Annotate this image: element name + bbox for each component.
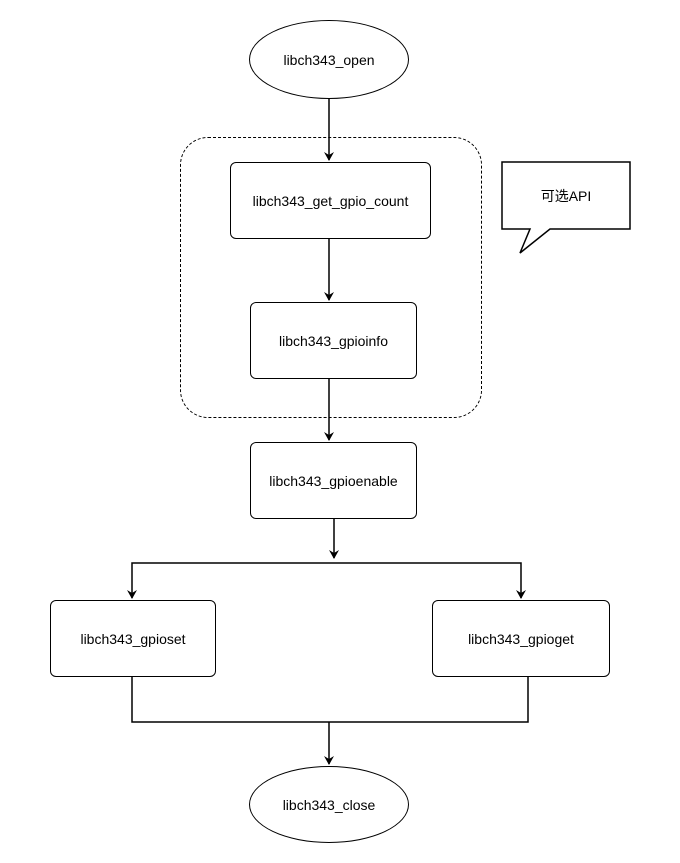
node-libch343-open: libch343_open bbox=[249, 20, 409, 99]
callout-bubble bbox=[501, 161, 631, 254]
edge-split-to-gpioget bbox=[334, 562, 526, 599]
node-libch343-get-gpio-count-label: libch343_get_gpio_count bbox=[252, 192, 409, 209]
node-libch343-gpioset-label: libch343_gpioset bbox=[80, 630, 186, 647]
callout-label: 可选API bbox=[502, 162, 630, 229]
node-libch343-close-label: libch343_close bbox=[282, 796, 376, 813]
node-libch343-gpioget-label: libch343_gpioget bbox=[468, 630, 574, 647]
node-libch343-gpioenable: libch343_gpioenable bbox=[250, 442, 417, 519]
node-libch343-gpioset: libch343_gpioset bbox=[50, 600, 216, 677]
edge-gpioget-to-merge bbox=[329, 677, 529, 723]
optional-api-group bbox=[180, 137, 482, 418]
node-libch343-gpioenable-label: libch343_gpioenable bbox=[269, 472, 398, 489]
node-libch343-close: libch343_close bbox=[249, 766, 409, 843]
callout-label-text: 可选API bbox=[540, 187, 592, 204]
node-libch343-gpioinfo: libch343_gpioinfo bbox=[250, 302, 417, 379]
node-libch343-gpioinfo-label: libch343_gpioinfo bbox=[279, 332, 388, 349]
edge-split-to-gpioset bbox=[127, 562, 334, 599]
node-libch343-gpioget: libch343_gpioget bbox=[432, 600, 610, 677]
node-libch343-open-label: libch343_open bbox=[283, 51, 375, 68]
edge-gpioset-to-merge bbox=[131, 677, 329, 723]
node-libch343-get-gpio-count: libch343_get_gpio_count bbox=[230, 162, 431, 239]
